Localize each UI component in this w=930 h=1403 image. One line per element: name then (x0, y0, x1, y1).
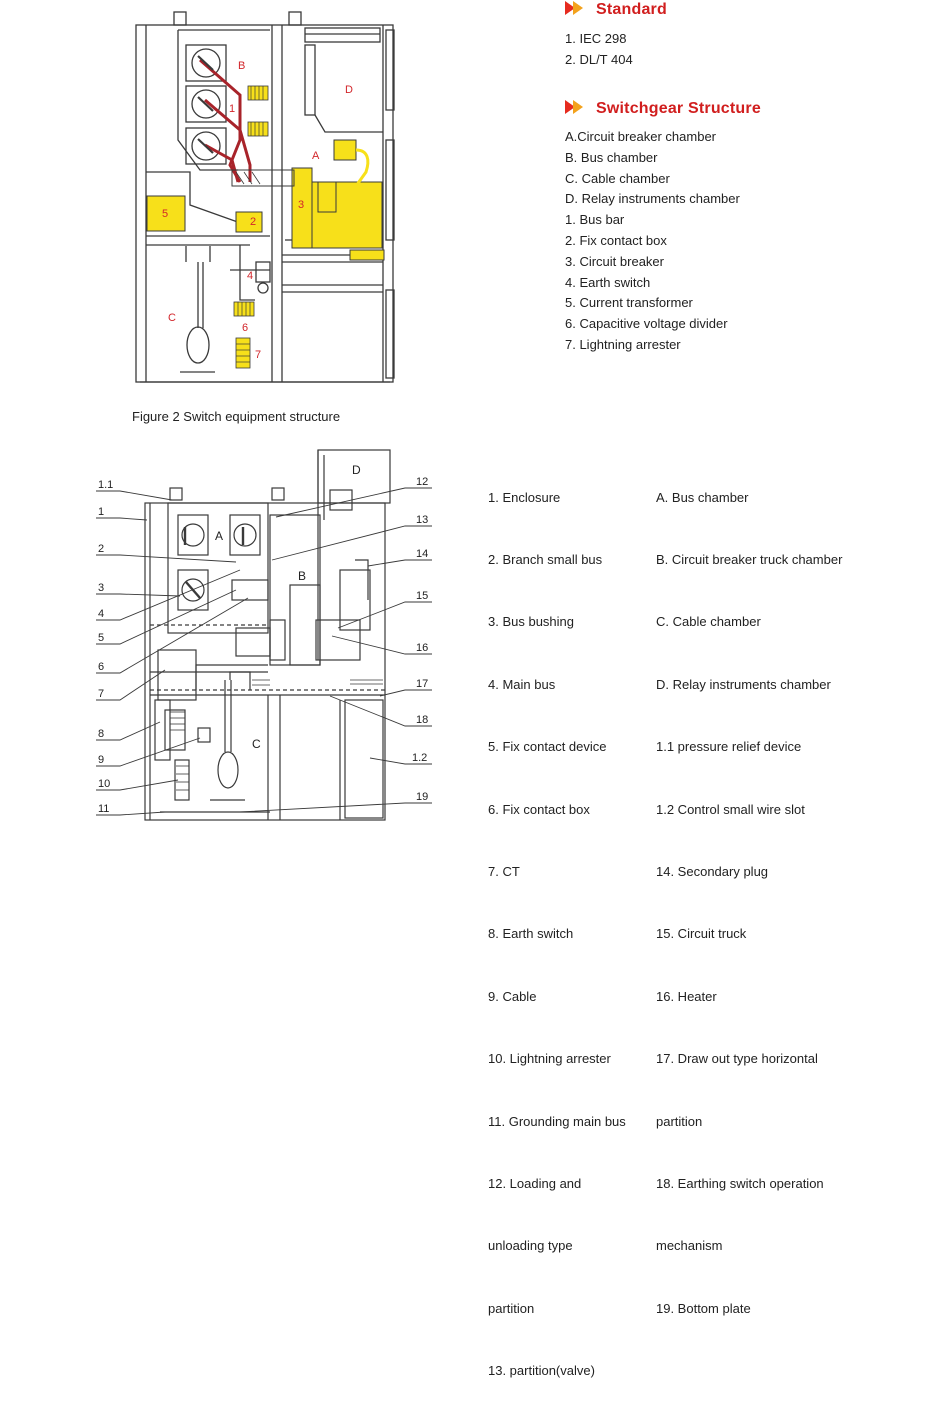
structure-item: D. Relay instruments chamber (565, 191, 740, 207)
standard-item: 1. IEC 298 (565, 31, 627, 46)
fig2-callout: 19 (416, 791, 428, 803)
fig2-chamber-d: D (352, 463, 361, 477)
fig2-callout: 4 (98, 608, 104, 620)
legend-item: unloading type (488, 1238, 573, 1254)
structure-item: 7. Lightning arrester (565, 336, 681, 352)
fig2-callout: 9 (98, 754, 104, 766)
structure-item: B. Bus chamber (565, 149, 658, 165)
double-arrow-icon (565, 100, 591, 114)
legend-item: 3. Bus bushing (488, 614, 575, 630)
fig1-label-d: D (345, 84, 353, 96)
fig2-callout: 17 (416, 678, 428, 690)
legend-item: partition (656, 1113, 703, 1129)
legend-item: 7. CT (488, 863, 520, 879)
fig2-chamber-a: A (215, 529, 223, 543)
fig1-label-7: 7 (255, 349, 261, 361)
legend-item: partition (488, 1300, 535, 1316)
fig2-callout: 8 (98, 728, 104, 740)
fig1-label-b: B (238, 60, 245, 72)
structure-item: A.Circuit breaker chamber (565, 129, 716, 144)
fig2-chamber-b: B (298, 569, 306, 583)
fig2-callout: 1.1 (98, 479, 113, 491)
legend-item: 9. Cable (488, 988, 537, 1004)
fig1-label-1: 1 (229, 103, 235, 115)
fig2-chamber-c: C (252, 737, 261, 751)
legend-item: 1. Enclosure (488, 489, 561, 505)
fig2-callout: 13 (416, 514, 428, 526)
fig2-callout: 2 (98, 543, 104, 555)
legend-item: 5. Fix contact device (488, 739, 607, 755)
structure-item: 4. Earth switch (565, 274, 651, 290)
fig2-callout: 1 (98, 506, 104, 518)
legend-item: 10. Lightning arrester (488, 1051, 611, 1067)
legend-item: 1.2 Control small wire slot (656, 801, 805, 817)
fig2-callout: 12 (416, 476, 428, 488)
legend-col-1: 1. Enclosure 2. Branch small bus 3. Bus … (488, 446, 626, 1403)
standard-heading-text: Standard (596, 1, 667, 18)
figure-caption: Figure 2 Switch equipment structure (132, 409, 341, 424)
legend-item: 6. Fix contact box (488, 801, 590, 817)
standard-item: 2. DL/T 404 (565, 51, 633, 67)
legend-item: 14. Secondary plug (656, 863, 769, 879)
structure-list: A.Circuit breaker chamber B. Bus chamber… (565, 127, 740, 356)
fig2-callout: 1.2 (412, 752, 427, 764)
legend-item: 17. Draw out type horizontal (656, 1051, 818, 1067)
fig1-label-2: 2 (250, 216, 256, 228)
legend-item: 16. Heater (656, 988, 717, 1004)
fig1-label-c: C (168, 312, 176, 324)
legend-item: 13. partition(valve) (488, 1363, 595, 1379)
legend-col-2: A. Bus chamber B. Circuit breaker truck … (656, 446, 842, 1340)
structure-item: 2. Fix contact box (565, 232, 667, 248)
structure-item: 3. Circuit breaker (565, 253, 664, 269)
legend-item: 12. Loading and (488, 1175, 582, 1191)
legend-item: 8. Earth switch (488, 926, 574, 942)
structure-item: C. Cable chamber (565, 170, 670, 186)
legend-item: 15. Circuit truck (656, 926, 747, 942)
standard-list: 1. IEC 298 2. DL/T 404 (565, 29, 633, 71)
fig2-callout: 5 (98, 632, 104, 644)
switchgear-diagram-top: B 1 D A 5 2 3 4 C 6 7 (135, 11, 395, 383)
structure-item: 1. Bus bar (565, 212, 625, 228)
fig2-callout: 10 (98, 778, 110, 790)
fig2-callout: 3 (98, 582, 104, 594)
standard-heading: Standard (565, 1, 667, 19)
fig2-callout: 11 (98, 803, 109, 815)
legend-item: mechanism (656, 1238, 723, 1254)
legend-item: A. Bus chamber (656, 489, 749, 505)
fig1-label-a: A (312, 150, 320, 162)
fig2-callout: 14 (416, 548, 428, 560)
fig1-label-3: 3 (298, 199, 304, 211)
fig2-callout: 15 (416, 590, 428, 602)
legend-item: 2. Branch small bus (488, 551, 603, 567)
legend-item: 1.1 pressure relief device (656, 739, 802, 755)
fig1-label-5: 5 (162, 208, 168, 220)
structure-item: 5. Current transformer (565, 295, 693, 311)
fig2-callout: 6 (98, 661, 104, 673)
fig1-label-6: 6 (242, 322, 248, 334)
legend-item: 19. Bottom plate (656, 1300, 751, 1316)
double-arrow-icon (565, 1, 591, 15)
structure-heading: Switchgear Structure (565, 100, 761, 118)
fig2-callout: 7 (98, 688, 104, 700)
legend-item: 11. Grounding main bus (488, 1113, 626, 1129)
legend-item: C. Cable chamber (656, 614, 761, 630)
legend-item: B. Circuit breaker truck chamber (656, 551, 843, 567)
fig2-callout: 18 (416, 714, 428, 726)
legend-item: 4. Main bus (488, 676, 556, 692)
legend-item: D. Relay instruments chamber (656, 676, 831, 692)
structure-heading-text: Switchgear Structure (596, 100, 761, 117)
switchgear-diagram-bottom: A B C D 1.1 1 2 3 4 5 6 7 8 9 10 11 (96, 449, 432, 821)
legend-item: 18. Earthing switch operation (656, 1175, 824, 1191)
fig2-callout: 16 (416, 642, 428, 654)
fig1-label-4: 4 (247, 270, 253, 282)
structure-item: 6. Capacitive voltage divider (565, 316, 728, 332)
